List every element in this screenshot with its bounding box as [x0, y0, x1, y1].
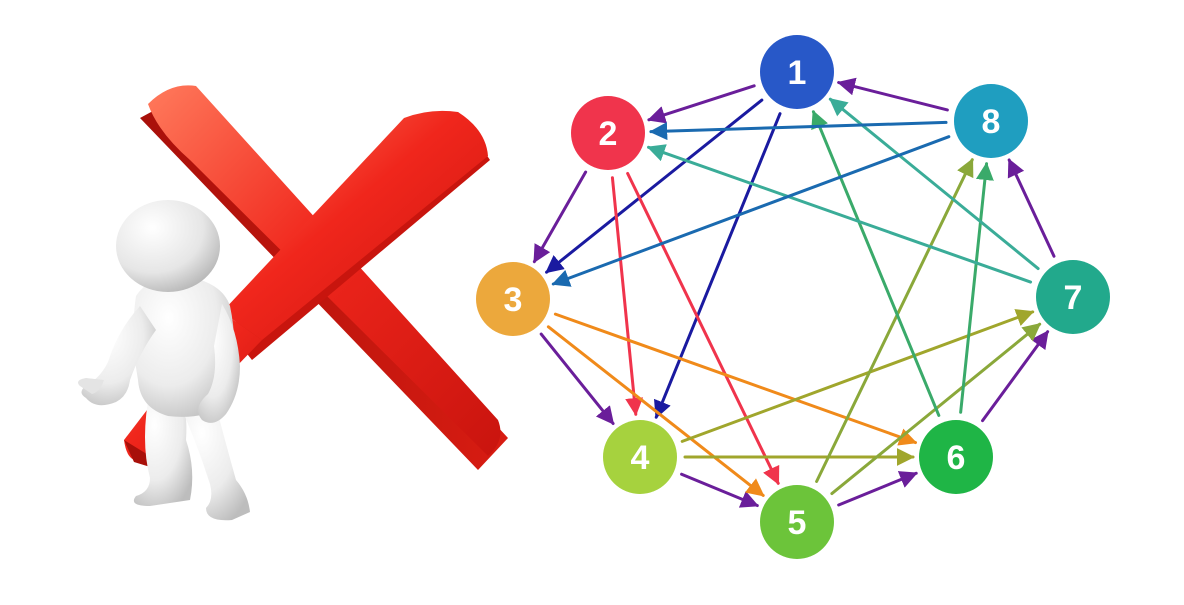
edge-5-to-8 [815, 158, 974, 483]
edge-7-to-2 [646, 144, 1033, 284]
node-label-2: 2 [599, 115, 618, 153]
person-figure-shrugging [78, 200, 250, 521]
node-label-1: 1 [788, 54, 807, 92]
node-2: 2 [571, 96, 645, 170]
edge-4-to-5 [680, 472, 759, 508]
node-4: 4 [603, 420, 677, 494]
node-circle-6 [919, 420, 993, 494]
edge-1-to-2 [647, 84, 756, 124]
edge-3-to-5 [546, 325, 765, 497]
edge-6-to-8 [959, 161, 994, 414]
node-7: 7 [1036, 260, 1110, 334]
node-circle-2 [571, 96, 645, 170]
edge-5-to-6 [837, 471, 918, 507]
edge-6-to-7 [981, 330, 1050, 423]
edge-3-to-6 [553, 312, 918, 446]
node-6: 6 [919, 420, 993, 494]
node-circle-4 [603, 420, 677, 494]
node-circle-8 [954, 84, 1028, 158]
node-circle-5 [760, 485, 834, 559]
node-5: 5 [760, 485, 834, 559]
node-3: 3 [476, 262, 550, 336]
node-label-4: 4 [631, 439, 650, 477]
edge-8-to-1 [836, 77, 949, 112]
edge-6-to-1 [811, 110, 941, 417]
node-label-7: 7 [1064, 279, 1083, 317]
edge-2-to-4 [610, 176, 644, 416]
edge-3-to-4 [539, 332, 615, 425]
edge-1-to-4 [654, 112, 782, 419]
edge-4-to-7 [680, 309, 1035, 443]
edge-7-to-1 [828, 97, 1040, 271]
node-circle-3 [476, 262, 550, 336]
node-circle-1 [760, 35, 834, 109]
node-circle-7 [1036, 260, 1110, 334]
node-label-5: 5 [788, 504, 807, 542]
node-1: 1 [760, 35, 834, 109]
edge-2-to-5 [626, 171, 780, 485]
edge-8-to-2 [649, 120, 948, 141]
node-layer: 1 2 3 4 5 6 7 8 [476, 35, 1110, 559]
node-label-8: 8 [982, 103, 1001, 141]
node-label-6: 6 [947, 439, 966, 477]
node-8: 8 [954, 84, 1028, 158]
node-label-3: 3 [504, 281, 523, 319]
edge-2-to-3 [532, 170, 588, 264]
edge-layer [532, 77, 1056, 508]
edge-8-to-3 [551, 135, 951, 287]
edge-7-to-8 [1007, 158, 1056, 258]
